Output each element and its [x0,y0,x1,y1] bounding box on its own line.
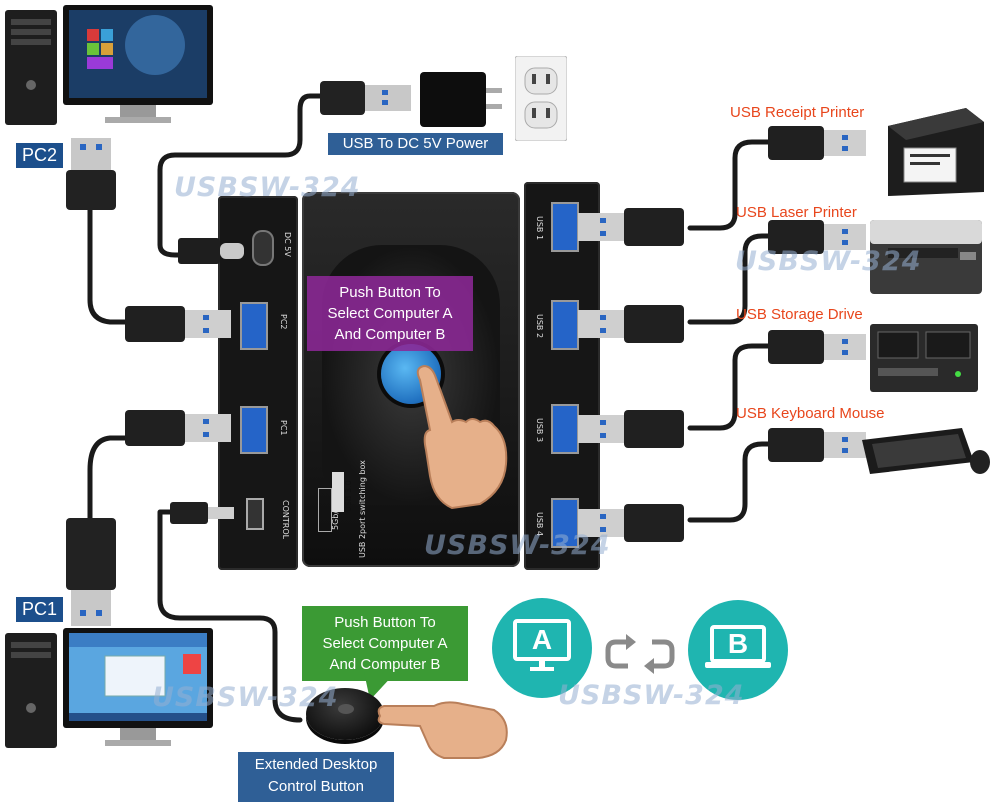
power-adapter-icon [420,72,502,127]
device-label-laser: USB Laser Printer [736,204,857,221]
computer-b-icon [688,600,788,700]
usb1-port-label: USB 1 [535,216,544,241]
computer-a-letter: A [531,624,553,655]
usb3-port-label: USB 3 [535,418,544,443]
monitor-a-icon [513,619,571,671]
usb1-cable-plug [578,208,684,246]
watermark: USBSW-324 [424,530,611,561]
dc-plug [178,238,244,264]
computer-b-letter: B [727,628,749,659]
speed-badge [318,488,332,532]
computer-a-icon [492,598,592,698]
pc1-cable-plug [125,410,231,446]
watermark: USBSW-324 [152,682,339,713]
power-usb-plug [320,81,411,115]
pc1-label: PC1 [16,597,64,622]
usb3-cable-plug [578,410,684,448]
printer-receipt-plug [768,126,866,160]
usb3-port [551,404,579,454]
usb4-cable-plug [578,504,684,542]
push-button-callout-top: Push Button To Select Computer A And Com… [307,276,473,351]
box-caption: USB 2port switching box [358,460,367,558]
desktop-control-button-cap [338,704,354,714]
bottom-callout-line-1: Push Button To [334,614,436,631]
control-cable-plug [170,502,234,524]
pc1-usb-plug [66,518,116,626]
printer-laser-plug [768,220,866,254]
laser-printer-icon [870,220,982,294]
desktop-control-button[interactable] [306,688,384,740]
callout-line-2: Select Computer A [327,305,453,322]
dc5v-port [252,230,274,266]
pc2-usb-plug [66,138,116,210]
laptop-b-icon [705,625,771,668]
wall-outlet-icon [515,56,567,141]
usb3-badge [332,472,344,512]
extended-desktop-label: Extended Desktop Control Button [238,752,394,802]
callout-line-3: And Computer B [334,326,446,343]
device-label-storage: USB Storage Drive [736,306,863,323]
watermark: USBSW-324 [558,680,745,711]
pc2-port [240,302,268,350]
power-label: USB To DC 5V Power [328,133,503,155]
swap-arrows-icon [605,634,675,674]
usb3-badge-text: USB 3.0 [344,480,353,512]
pc2-label: PC2 [16,143,64,168]
callout-line-1: Push Button To [339,284,441,301]
watermark: USBSW-324 [174,172,361,203]
pc1-port [240,406,268,454]
usb2-port-label: USB 2 [535,314,544,339]
receipt-printer-icon [888,108,984,196]
bottom-callout-line-3: And Computer B [329,656,441,673]
pc2-computer [5,5,215,130]
usb2-port [551,300,579,350]
pc2-cable-plug [125,306,231,342]
bottom-callout-line-2: Select Computer A [322,635,448,652]
push-button-callout-bottom: Push Button To Select Computer A And Com… [302,606,468,681]
dc5v-port-label: DC 5V [283,232,292,257]
pc2-port-label: PC2 [279,314,288,330]
storage-drive-icon [870,324,978,392]
callout-pointer [364,672,396,700]
extended-line-2: Control Button [268,778,364,795]
device-label-keyboard: USB Keyboard Mouse [736,405,885,422]
pointing-hand-icon [416,364,508,510]
control-port-label: CONTROL [281,500,290,540]
watermark: USBSW-324 [735,246,922,277]
pc1-computer [5,628,215,753]
usb2-cable-plug [578,305,684,343]
control-port [246,498,264,530]
keyboard-plug [768,428,866,462]
extended-line-1: Extended Desktop [254,756,378,773]
device-label-receipt: USB Receipt Printer [730,104,865,121]
pointing-hand-bottom-icon [377,701,508,759]
usb1-port [551,202,579,252]
storage-plug [768,330,866,364]
pc1-port-label: PC1 [279,420,288,436]
keyboard-mouse-icon [862,428,990,474]
